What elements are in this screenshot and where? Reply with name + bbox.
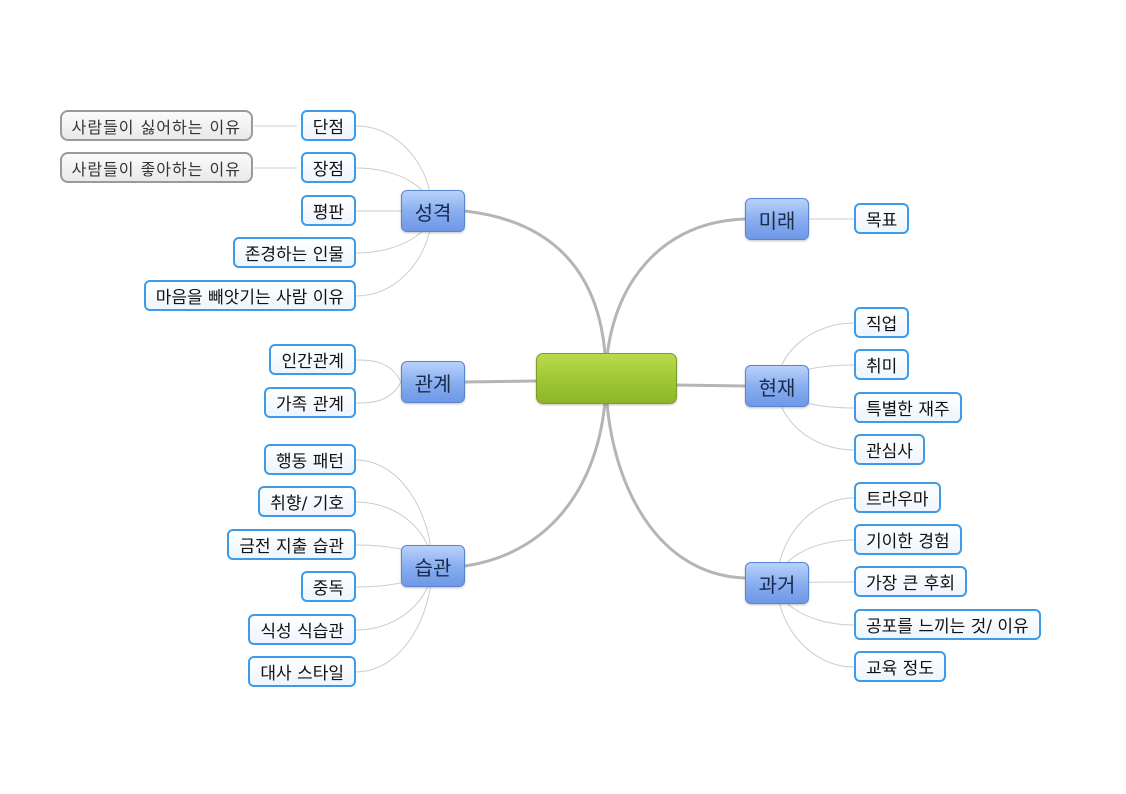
- connector-main: [676, 383, 746, 388]
- subtopic-eating-habit[interactable]: 식성 식습관: [248, 614, 356, 645]
- subtopic-label: 대사 스타일: [260, 664, 344, 684]
- topic-future-label: 미래: [758, 208, 796, 233]
- subtopic-strength[interactable]: 장점: [300, 152, 356, 183]
- subtopic-strange-experience[interactable]: 기이한 경험: [854, 524, 962, 555]
- connector-main: [604, 217, 746, 379]
- subtopic-label: 관심사: [866, 442, 913, 462]
- subtopic-attraction-reason[interactable]: 마음을 빼앗기는 사람 이유: [143, 280, 356, 311]
- note-label: 사람들이 싫어하는 이유: [71, 117, 241, 137]
- subtopic-goal[interactable]: 목표: [854, 203, 910, 234]
- subtopic-label: 식성 식습관: [260, 622, 344, 642]
- subtopic-label: 인간관계: [281, 352, 344, 372]
- topic-relationships[interactable]: 관계: [401, 361, 465, 403]
- subtopic-label: 공포를 느끼는 것/ 이유: [866, 617, 1029, 637]
- subtopic-role-model[interactable]: 존경하는 인물: [232, 237, 356, 268]
- topic-present-label: 현재: [758, 375, 796, 400]
- subtopic-speech-style[interactable]: 대사 스타일: [248, 656, 356, 687]
- subtopic-job[interactable]: 직업: [854, 307, 910, 338]
- subtopic-special-talent[interactable]: 특별한 재주: [854, 392, 962, 423]
- subtopic-spending-habit[interactable]: 금전 지출 습관: [227, 529, 356, 560]
- subtopic-label: 존경하는 인물: [244, 245, 344, 265]
- subtopic-label: 마음을 빼앗기는 사람 이유: [155, 288, 344, 308]
- topic-personality-label: 성격: [414, 200, 452, 225]
- subtopic-human-relations[interactable]: 인간관계: [269, 344, 356, 375]
- subtopic-interests[interactable]: 관심사: [854, 434, 925, 465]
- subtopic-label: 교육 정도: [866, 659, 934, 679]
- subtopic-addiction[interactable]: 중독: [300, 571, 356, 602]
- subtopic-label: 직업: [866, 315, 898, 335]
- topic-personality[interactable]: 성격: [401, 190, 465, 232]
- subtopic-family-relations[interactable]: 가족 관계: [264, 387, 356, 418]
- subtopic-label: 금전 지출 습관: [239, 537, 344, 557]
- subtopic-label: 트라우마: [866, 490, 929, 510]
- subtopic-label: 단점: [312, 118, 344, 138]
- subtopic-biggest-regret[interactable]: 가장 큰 후회: [854, 566, 968, 597]
- subtopic-education-level[interactable]: 교육 정도: [854, 651, 946, 682]
- subtopic-taste[interactable]: 취향/ 기호: [258, 486, 356, 517]
- topic-past[interactable]: 과거: [745, 562, 809, 604]
- note-dislike-reason[interactable]: 사람들이 싫어하는 이유: [59, 110, 253, 141]
- connector-main: [464, 377, 608, 568]
- subtopic-fear-reason[interactable]: 공포를 느끼는 것/ 이유: [854, 609, 1041, 640]
- subtopic-label: 장점: [312, 160, 344, 180]
- topic-future[interactable]: 미래: [745, 198, 809, 240]
- subtopic-label: 행동 패턴: [276, 452, 344, 472]
- note-like-reason[interactable]: 사람들이 좋아하는 이유: [59, 152, 253, 183]
- topic-habits-label: 습관: [414, 555, 452, 580]
- connector-sub: [355, 359, 402, 383]
- subtopic-weakness[interactable]: 단점: [300, 110, 356, 141]
- central-topic[interactable]: [536, 353, 677, 404]
- note-label: 사람들이 좋아하는 이유: [71, 159, 241, 179]
- topic-relationships-label: 관계: [414, 371, 452, 396]
- subtopic-hobby[interactable]: 취미: [854, 349, 910, 380]
- subtopic-reputation[interactable]: 평판: [300, 195, 356, 226]
- subtopic-label: 평판: [312, 203, 344, 223]
- subtopic-label: 특별한 재주: [866, 400, 950, 420]
- topic-past-label: 과거: [758, 572, 796, 597]
- connector-main: [604, 377, 746, 580]
- subtopic-label: 중독: [312, 579, 344, 599]
- connector-main: [464, 209, 608, 379]
- subtopic-label: 취향/ 기호: [270, 494, 344, 514]
- topic-present[interactable]: 현재: [745, 365, 809, 407]
- subtopic-label: 가족 관계: [276, 395, 344, 415]
- connector-main: [464, 379, 537, 384]
- subtopic-behavior-pattern[interactable]: 행동 패턴: [264, 444, 356, 475]
- subtopic-label: 취미: [866, 357, 898, 377]
- topic-habits[interactable]: 습관: [401, 545, 465, 587]
- subtopic-trauma[interactable]: 트라우마: [854, 482, 941, 513]
- connector-sub: [355, 381, 402, 404]
- subtopic-label: 기이한 경험: [866, 532, 950, 552]
- subtopic-label: 목표: [866, 211, 898, 231]
- subtopic-label: 가장 큰 후회: [866, 574, 956, 594]
